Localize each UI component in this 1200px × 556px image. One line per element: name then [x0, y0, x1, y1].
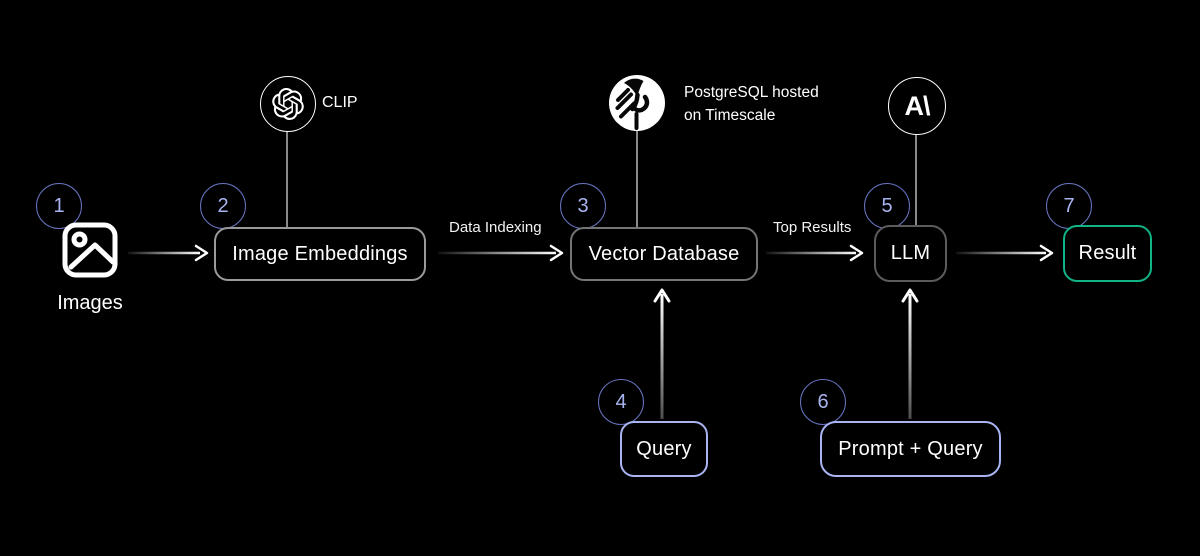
postgres-timescale-label: PostgreSQL hosted on Timescale: [684, 81, 819, 127]
step-number: 6: [817, 390, 829, 413]
data-indexing-label: Data Indexing: [449, 219, 542, 236]
query-label: Query: [636, 437, 692, 460]
result-node: Result: [1063, 225, 1152, 282]
arrow-llm-to-result: [956, 244, 1054, 262]
arrow-embeddings-to-vectordb: [438, 244, 564, 262]
images-label: Images: [57, 292, 123, 314]
anthropic-glyph: A\: [904, 90, 931, 121]
prompt-query-node: Prompt + Query: [820, 421, 1001, 477]
step-number: 3: [577, 194, 589, 217]
llm-node: LLM: [874, 225, 947, 282]
step-circle-4: 4: [598, 379, 644, 425]
arrow-images-to-embeddings: [128, 244, 209, 262]
vector-database-label: Vector Database: [588, 242, 740, 265]
step-circle-2: 2: [200, 183, 246, 229]
image-photo-icon: [62, 222, 118, 278]
step-circle-7: 7: [1046, 183, 1092, 229]
result-label: Result: [1078, 242, 1137, 264]
arrow-prompt-to-llm: [901, 288, 919, 419]
step-number: 4: [615, 390, 627, 413]
openai-clip-icon: [260, 76, 316, 132]
anthropic-ai-icon: A\: [888, 77, 946, 135]
timescale-tiger-icon: [609, 75, 665, 131]
step-circle-3: 3: [560, 183, 606, 229]
arrow-vectordb-to-llm: [766, 244, 864, 262]
image-embeddings-label: Image Embeddings: [232, 242, 408, 265]
arrow-query-to-vectordb: [653, 288, 671, 419]
query-node: Query: [620, 421, 708, 477]
timescale-logo-glyph: [609, 75, 665, 131]
openai-logo-glyph: [272, 88, 304, 120]
clip-label: CLIP: [322, 94, 358, 111]
step-number: 2: [217, 194, 229, 217]
step-number: 1: [53, 194, 65, 217]
step-number: 7: [1063, 194, 1075, 217]
vector-database-node: Vector Database: [570, 227, 758, 281]
postgres-label-line1: PostgreSQL hosted: [684, 84, 819, 101]
postgres-label-line2: on Timescale: [684, 107, 776, 124]
image-embeddings-node: Image Embeddings: [214, 227, 426, 281]
step-circle-6: 6: [800, 379, 846, 425]
step-circle-5: 5: [864, 183, 910, 229]
step-circle-1: 1: [36, 183, 82, 229]
prompt-query-label: Prompt + Query: [838, 437, 983, 460]
top-results-label: Top Results: [773, 219, 852, 236]
step-number: 5: [881, 194, 893, 217]
llm-label: LLM: [890, 242, 931, 264]
